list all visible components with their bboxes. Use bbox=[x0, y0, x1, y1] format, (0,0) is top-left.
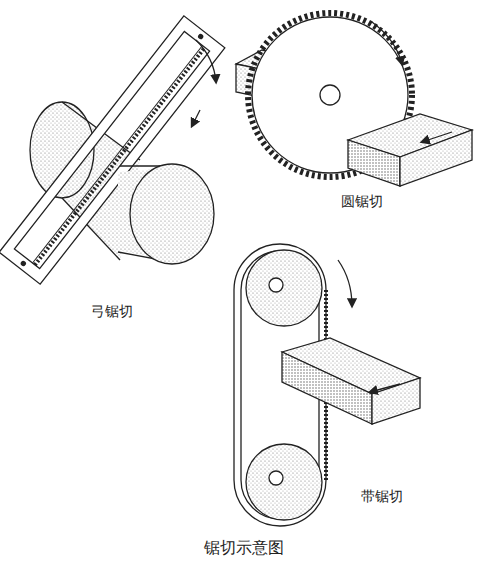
figure-label: 圆锯切 bbox=[339, 193, 385, 210]
figure-label: 带锯切 bbox=[359, 488, 405, 505]
figure-caption: 锯切示意图 bbox=[202, 538, 286, 557]
hacksaw-figure bbox=[0, 16, 225, 284]
figure-label: 弓锯切 bbox=[89, 303, 135, 320]
circular-saw-figure bbox=[236, 13, 472, 186]
band-saw-figure bbox=[234, 244, 420, 526]
